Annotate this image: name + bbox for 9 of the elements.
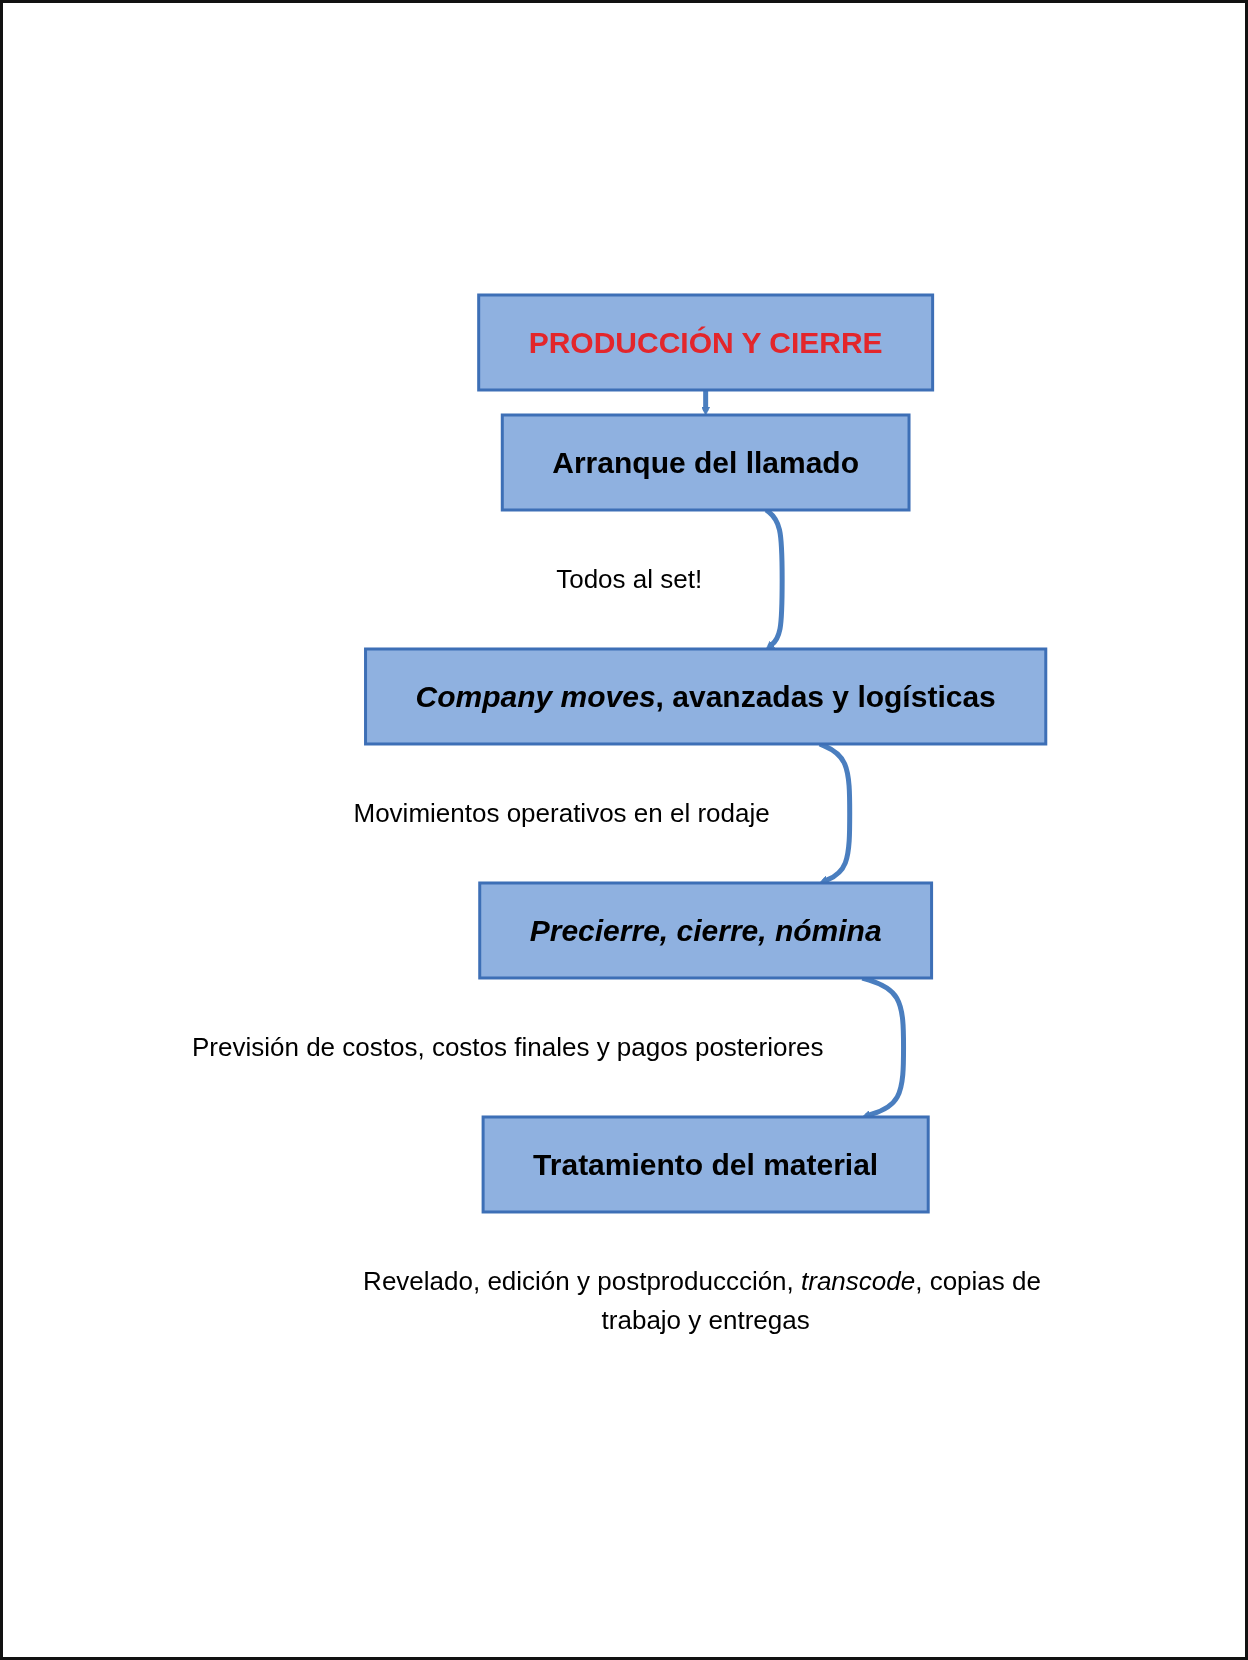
node-box: Company moves, avanzadas y logísticas	[364, 647, 1048, 746]
node-box: Tratamiento del material	[481, 1115, 930, 1214]
node-box: PRODUCCIÓN Y CIERRE	[477, 293, 935, 392]
node-box: Arranque del llamado	[500, 413, 911, 512]
node-box: Precierre, cierre, nómina	[478, 881, 934, 980]
node-label: Movimientos operativos en el rodaje	[353, 797, 770, 828]
node-label: Todos al set!	[556, 564, 703, 594]
node-label: Previsión de costos, costos finales y pagos posteriores	[192, 1031, 824, 1062]
node-label: Revelado, edición y postproduccción, transcode, copias de trabajo y entregas	[363, 1265, 1042, 1335]
